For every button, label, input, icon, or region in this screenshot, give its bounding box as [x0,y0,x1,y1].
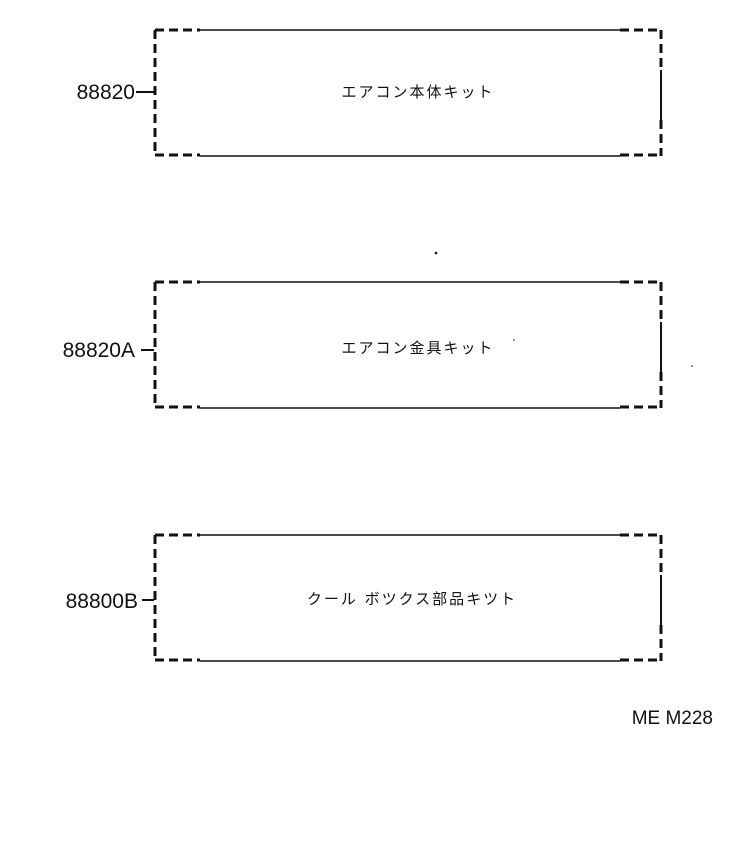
kit-label-cool-box-parts: クール ボツクス部品キツト [307,590,517,608]
part-number-88820: 88820 [77,81,135,104]
scan-speck [434,251,438,255]
kit-box [153,28,663,157]
kit-group-3: 88800B クール ボツクス部品キツト [66,533,663,662]
kit-label-aircon-bracket: エアコン金具キット [341,339,494,357]
diagram-code: ME M228 [632,708,713,729]
kit-box [153,533,663,662]
kit-label-aircon-body: エアコン本体キット [341,83,494,101]
part-number-88800b: 88800B [66,590,138,613]
part-number-88820a: 88820A [63,339,135,362]
scan-speck [691,365,693,367]
kit-group-2: 88820A エアコン金具キット [63,280,663,409]
kit-group-1: 88820 エアコン本体キット [77,28,663,157]
scan-speck [513,339,515,341]
kit-box [153,280,663,409]
